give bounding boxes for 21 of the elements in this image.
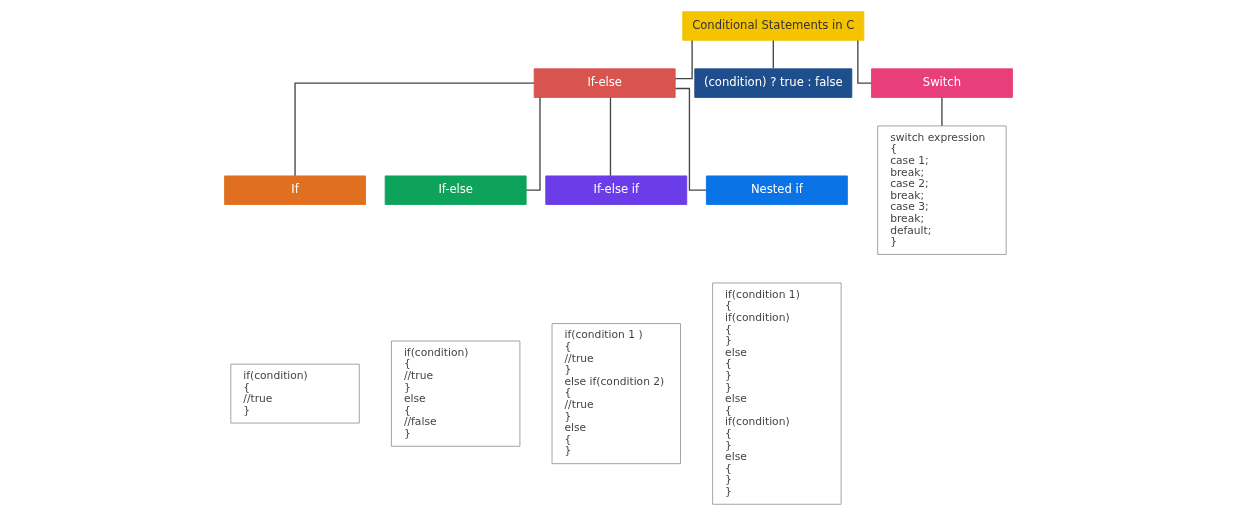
node-box: switch expression { case 1; break; case 2; break; case 3; break; default; } bbox=[877, 125, 1007, 255]
node-box: (condition) ? true : false bbox=[694, 68, 853, 98]
node-box: If-else bbox=[533, 68, 676, 98]
connector bbox=[857, 39, 873, 84]
connector bbox=[941, 96, 943, 127]
node-box: Switch bbox=[871, 68, 1013, 98]
node-box: Conditional Statements in C bbox=[682, 11, 865, 41]
connector bbox=[674, 39, 693, 80]
node-box: if(condition 1) { if(condition) { } else { } } else { if(condition) { } else { } } bbox=[712, 282, 842, 505]
node-box: If bbox=[224, 175, 366, 205]
connector bbox=[609, 96, 612, 177]
node-box: if(condition) { //true } bbox=[230, 363, 360, 424]
connector bbox=[525, 96, 541, 191]
connector bbox=[674, 87, 707, 191]
connector bbox=[772, 39, 774, 70]
node-box: If-else bbox=[384, 175, 527, 205]
node-box: Nested if bbox=[705, 175, 848, 205]
node-box: if(condition 1 ) { //true } else if(condition 2) { //true } else { } bbox=[551, 323, 681, 465]
node-box: If-else if bbox=[545, 175, 688, 205]
node-box: if(condition) { //true } else { //false } bbox=[390, 340, 521, 447]
connector bbox=[294, 82, 535, 177]
